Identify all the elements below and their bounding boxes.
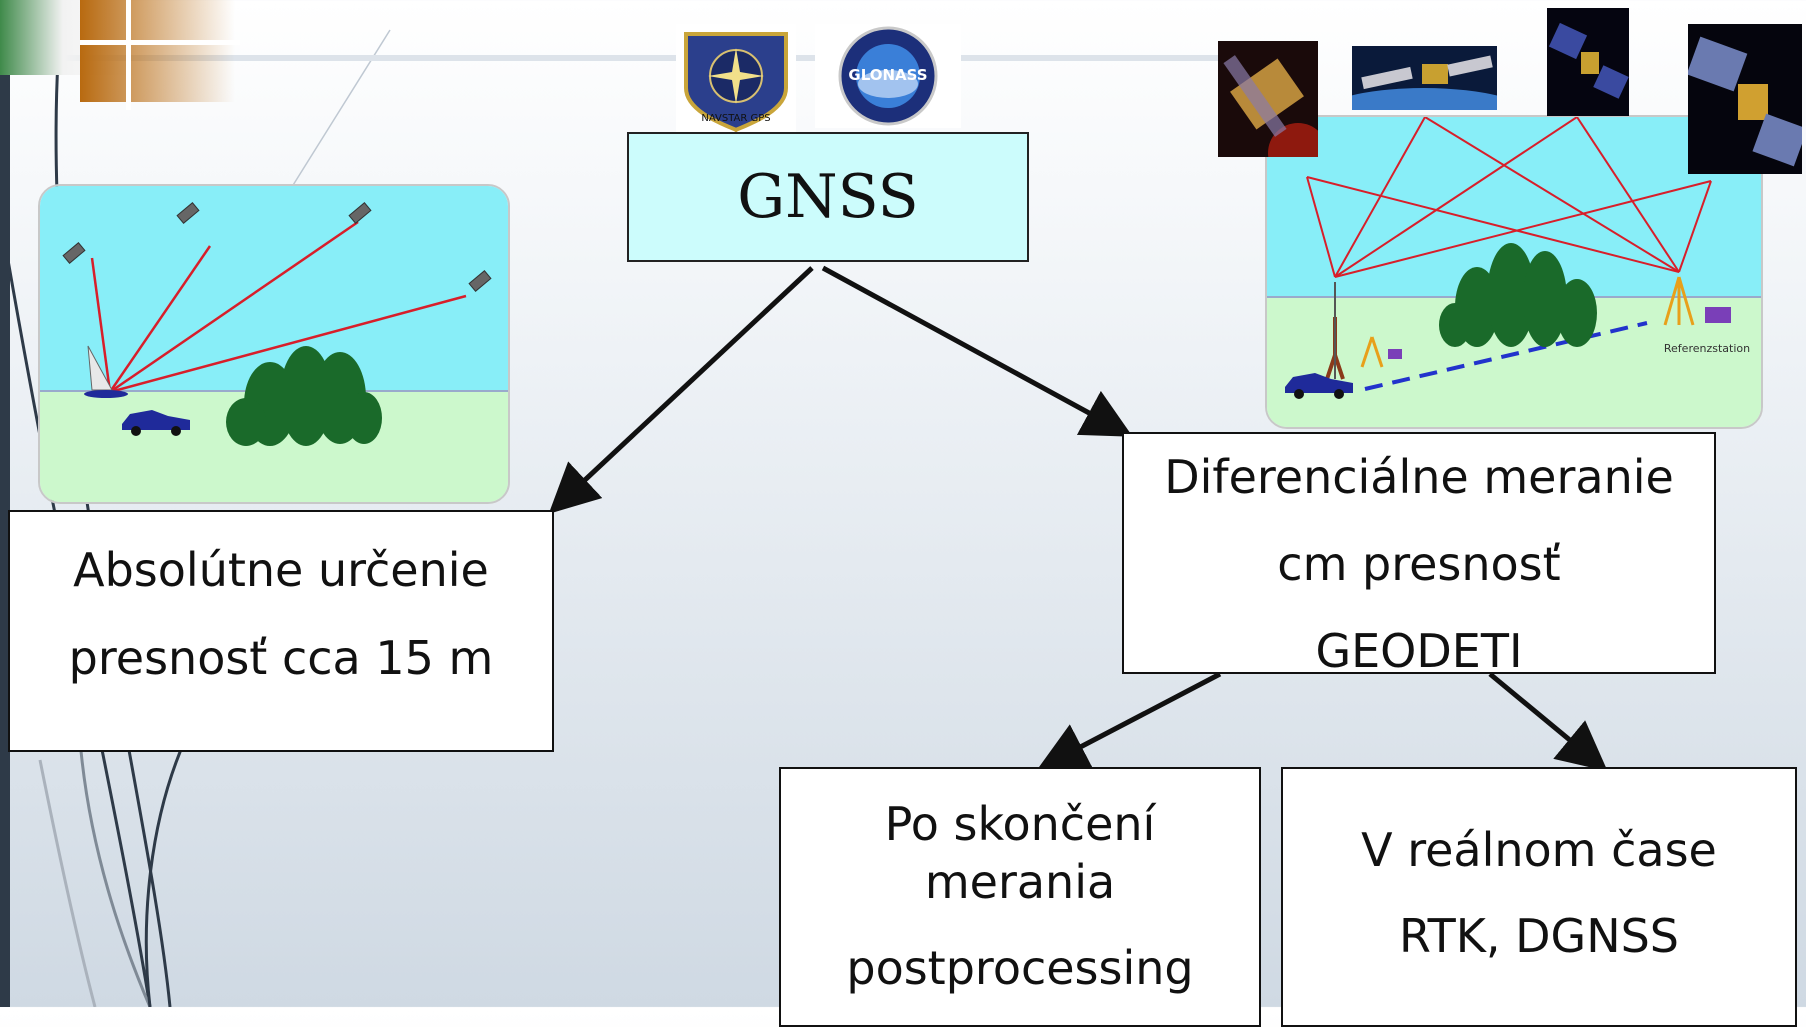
differential-line-2: cm presnosť xyxy=(1277,537,1561,591)
arrow-to-differential xyxy=(821,265,1133,437)
svg-text:Referenzstation: Referenzstation xyxy=(1664,342,1750,355)
postprocessing-node: Po skončení merania postprocessing xyxy=(779,767,1261,1027)
post-line-2: merania xyxy=(924,855,1116,909)
realtime-line-2: RTK, DGNSS xyxy=(1399,909,1679,963)
satellite-photo-3 xyxy=(1547,8,1629,116)
left-edge-bar xyxy=(0,0,10,1007)
absolute-line-2: presnosť cca 15 m xyxy=(68,631,494,685)
post-line-1: Po skončení xyxy=(884,797,1156,851)
differential-positioning-illustration: Referenzstation xyxy=(1265,115,1763,429)
differential-measurement-node: Diferenciálne meranie cm presnosť GEODET… xyxy=(1122,432,1716,678)
realtime-line-1: V reálnom čase xyxy=(1361,823,1717,877)
glonass-logo: GLONASS xyxy=(815,24,961,128)
arrow-to-realtime xyxy=(1488,672,1608,772)
svg-text:GLONASS: GLONASS xyxy=(848,66,927,84)
satellite-photo-2 xyxy=(1314,46,1534,148)
arrow-to-absolute xyxy=(548,266,814,514)
absolute-positioning-node: Absolútne určenie presnosť cca 15 m xyxy=(8,510,554,752)
svg-text:NAVSTAR GPS: NAVSTAR GPS xyxy=(701,113,770,124)
absolute-line-1: Absolútne určenie xyxy=(73,543,489,597)
differential-line-3: GEODETI xyxy=(1315,624,1523,678)
gnss-title: GNSS xyxy=(737,162,919,232)
satellite-photo-1 xyxy=(1218,41,1328,183)
navstar-gps-logo: NAVSTAR GPS xyxy=(676,24,796,134)
absolute-positioning-illustration xyxy=(38,184,510,504)
gnss-root-node: GNSS xyxy=(627,132,1029,262)
post-line-3: postprocessing xyxy=(846,941,1194,995)
arrow-to-post xyxy=(1037,671,1222,770)
satellite-photo-4 xyxy=(1686,24,1806,174)
corner-logo-decoration xyxy=(0,0,240,110)
differential-line-1: Diferenciálne meranie xyxy=(1164,450,1674,504)
realtime-node: V reálnom čase RTK, DGNSS xyxy=(1281,767,1797,1027)
